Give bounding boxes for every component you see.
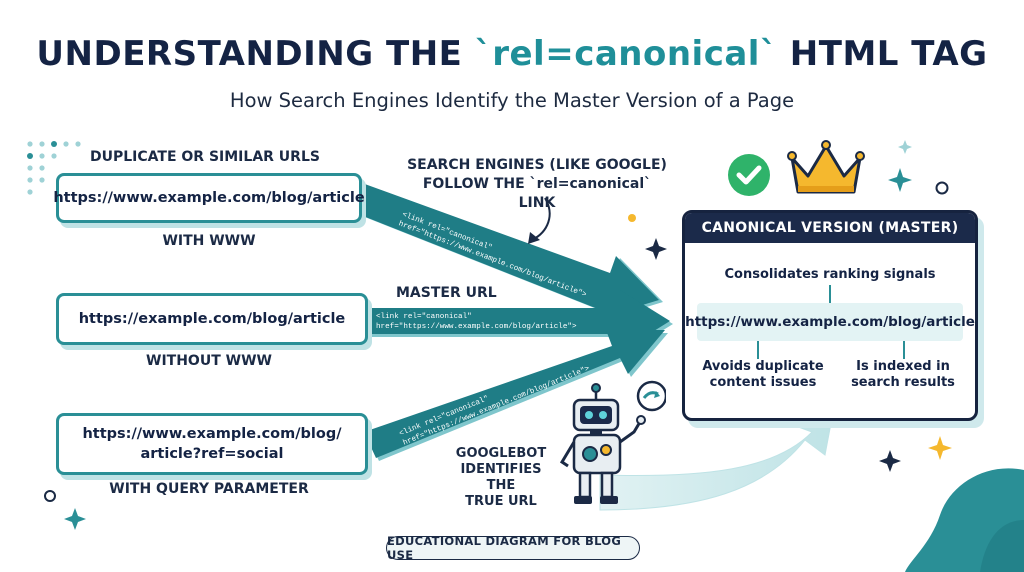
connector-line <box>829 285 831 303</box>
benefit-line: search results <box>851 375 955 390</box>
title-code: `rel=canonical` <box>474 34 778 74</box>
sparkle-decoration <box>64 140 952 530</box>
benefit-line: Avoids duplicate <box>702 359 824 374</box>
connector-line <box>757 341 759 359</box>
googlebot-line: GOOGLEBOT <box>455 446 547 461</box>
code-line: href="https://www.example.com/blog/artic… <box>376 323 577 331</box>
googlebot-line: IDENTIFIES THE <box>460 462 542 493</box>
benefit-indexed: Is indexed in search results <box>835 359 971 391</box>
arrow-middle-code: <link rel="canonical" href="https://www.… <box>376 312 577 332</box>
sweep-arrow <box>599 417 833 511</box>
page-title: UNDERSTANDING THE `rel=canonical` HTML T… <box>0 34 1024 74</box>
googlebot-line: TRUE URL <box>465 494 537 509</box>
callout-line: FOLLOW THE `rel=canonical` LINK <box>422 176 652 211</box>
caption-without-www: WITHOUT WWW <box>146 353 272 369</box>
url-box-without-www: https://example.com/blog/article <box>56 293 368 345</box>
caption-with-www: WITH WWW <box>162 233 256 249</box>
footer-badge: EDUCATIONAL DIAGRAM FOR BLOG USE <box>386 534 640 562</box>
url-text: https://example.com/blog/article <box>78 311 346 327</box>
caption-query-param: WITH QUERY PARAMETER <box>109 481 309 497</box>
url-text-line2: article?ref=social <box>140 446 284 462</box>
url-box-with-www: https://www.example.com/blog/article <box>53 173 365 223</box>
arrow-top <box>348 183 663 323</box>
crown-icon <box>787 140 865 194</box>
title-suffix: HTML TAG <box>777 34 988 74</box>
googlebot-robot-icon <box>559 380 666 504</box>
duplicate-urls-heading: DUPLICATE OR SIMILAR URLS <box>90 149 320 165</box>
arrow-middle <box>366 290 673 355</box>
master-url-label: MASTER URL <box>396 285 497 301</box>
title-prefix: UNDERSTANDING THE <box>36 34 475 74</box>
ranking-signal-text: Consolidates ranking signals <box>724 267 936 282</box>
googlebot-caption: GOOGLEBOT IDENTIFIES THE TRUE URL <box>446 446 556 510</box>
arrow-bottom <box>364 330 668 461</box>
callout-line: SEARCH ENGINES (LIKE GOOGLE) <box>407 157 667 173</box>
canonical-header: CANONICAL VERSION (MASTER) <box>685 213 975 243</box>
search-engine-callout: SEARCH ENGINES (LIKE GOOGLE) FOLLOW THE … <box>406 156 668 213</box>
checkmark-icon <box>728 154 770 196</box>
code-line: <link rel="canonical" <box>376 313 472 321</box>
canonical-url: https://www.example.com/blog/article <box>685 303 975 341</box>
dot-grid-decoration <box>27 141 81 195</box>
benefit-duplicate: Avoids duplicate content issues <box>693 359 833 391</box>
url-text: https://www.example.com/blog/article <box>53 190 365 206</box>
connector-line <box>903 341 905 359</box>
benefit-line: content issues <box>709 375 817 390</box>
url-box-query-param: https://www.example.com/blog/ article?re… <box>56 413 368 475</box>
url-text-line1: https://www.example.com/blog/ <box>82 426 342 442</box>
page-subtitle: How Search Engines Identify the Master V… <box>229 89 795 112</box>
benefit-line: Is indexed in <box>856 359 950 374</box>
canonical-box: CANONICAL VERSION (MASTER) Consolidates … <box>682 210 978 421</box>
